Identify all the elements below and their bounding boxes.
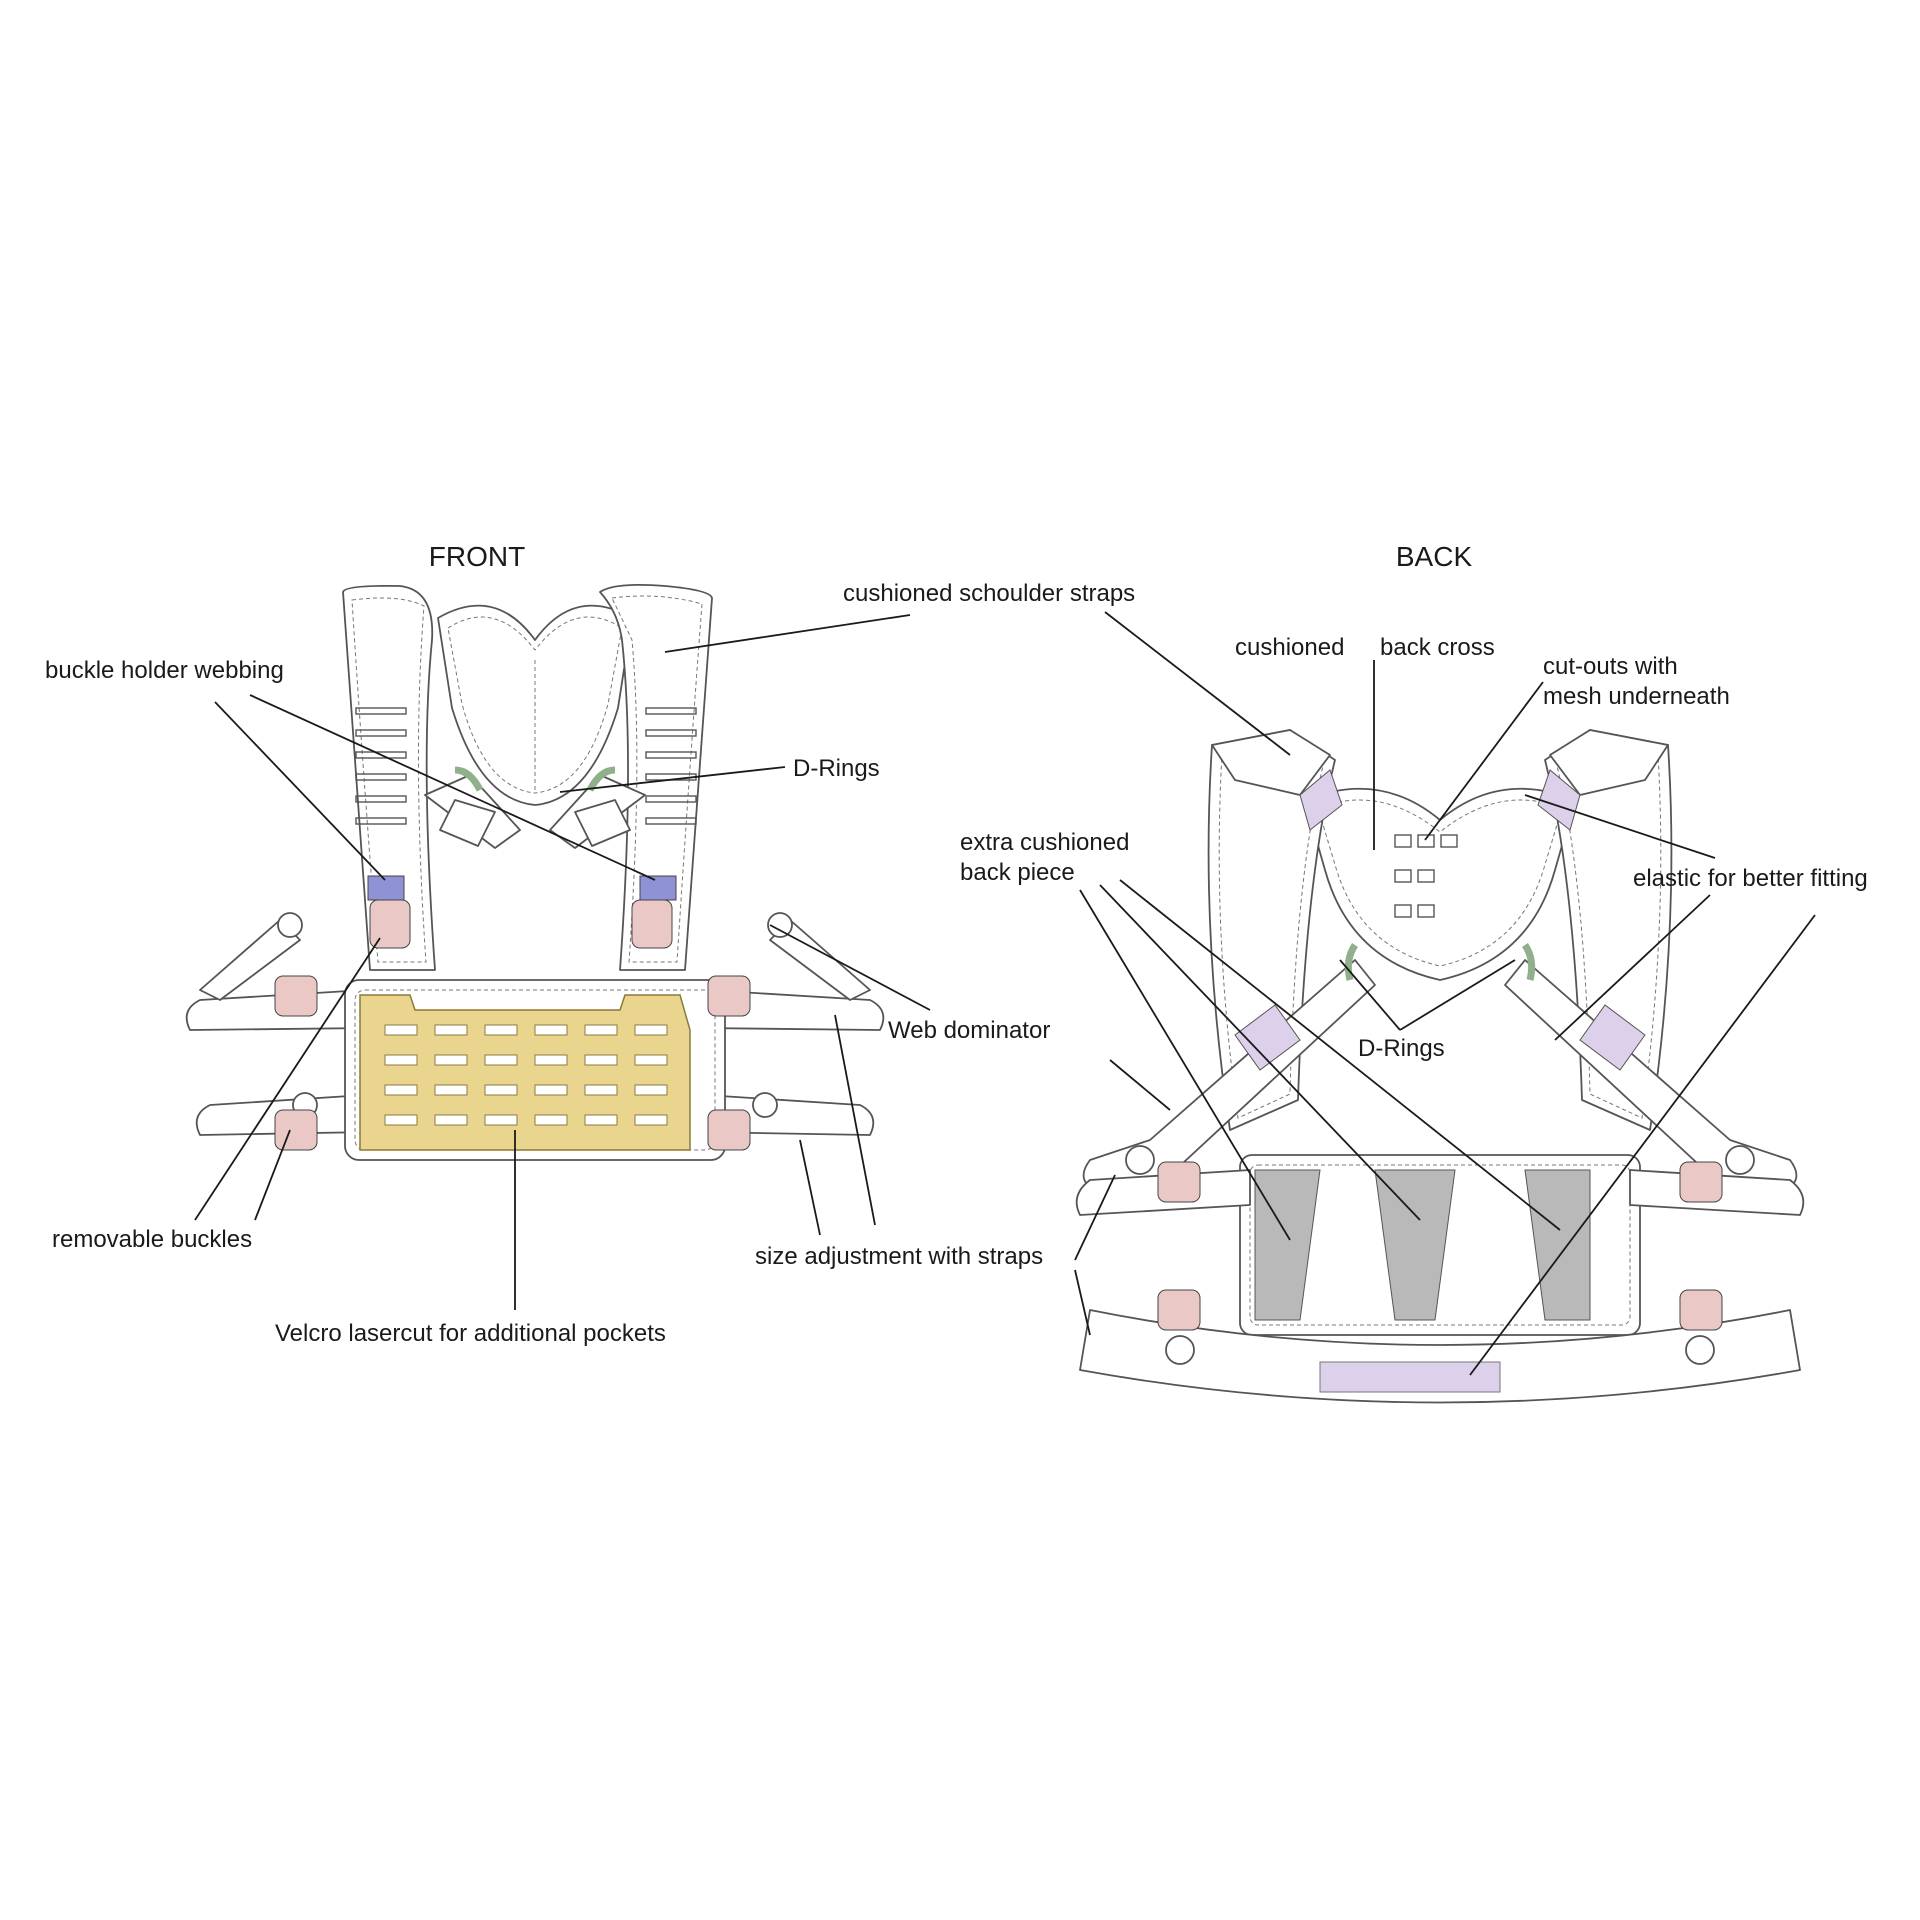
front-left-d-ring (454, 766, 484, 792)
front-title: FRONT (429, 541, 525, 572)
label-removable-buckles: removable buckles (52, 1226, 252, 1253)
back-cross-panel (1304, 787, 1576, 981)
front-right-side-buckle-top (707, 975, 751, 1017)
front-left-web-dominator (277, 912, 303, 938)
back-view (1075, 729, 1805, 1404)
back-right-shoulder-pad (1549, 729, 1669, 796)
back-right-cross-elastic (1579, 1004, 1646, 1071)
front-left-shoulder-strap (342, 584, 436, 971)
label-extra-cushioned-line1: extra cushioned (960, 829, 1129, 856)
label-back-d-rings: D-Rings (1358, 1035, 1445, 1062)
back-mesh-center (1374, 1169, 1456, 1321)
back-right-d-ring (1522, 943, 1536, 981)
back-left-buckle-bottom (1157, 1289, 1201, 1331)
back-title: BACK (1396, 541, 1473, 572)
front-left-upper-buckle (369, 899, 411, 949)
back-mesh-right (1524, 1169, 1591, 1321)
front-right-d-ring (586, 766, 616, 792)
label-web-dominator: Web dominator (888, 1017, 1050, 1044)
label-cushioned: cushioned (1235, 634, 1344, 661)
back-cutouts (1394, 834, 1458, 918)
back-right-shoulder-strap (1544, 729, 1673, 1131)
back-left-shoulder-pad (1211, 729, 1331, 796)
back-leader-lines (1074, 611, 1816, 1376)
label-size-adjustment: size adjustment with straps (755, 1243, 1043, 1270)
back-waist-elastic (1319, 1361, 1501, 1393)
front-left-side-buckle-bottom (274, 1109, 318, 1151)
front-right-shoulder-strap (599, 583, 713, 971)
label-front-d-rings: D-Rings (793, 755, 880, 782)
front-right-web-dominator (767, 912, 793, 938)
front-left-side-buckle-top (274, 975, 318, 1017)
label-buckle-holder-webbing: buckle holder webbing (45, 657, 284, 684)
label-shoulder-straps: cushioned schoulder straps (843, 580, 1135, 607)
front-right-upper-buckle (631, 899, 673, 949)
front-left-buckle-holder (367, 875, 405, 901)
front-view (185, 583, 885, 1161)
front-right-side-buckle-bottom (707, 1109, 751, 1151)
back-left-shoulder-strap (1207, 729, 1336, 1131)
back-left-shoulder-elastic (1299, 769, 1343, 831)
label-extra-cushioned-line2: back piece (960, 859, 1075, 886)
back-right-shoulder-elastic (1537, 769, 1581, 831)
label-cutouts-line1: cut-outs with (1543, 653, 1678, 680)
back-right-buckle-bottom (1679, 1289, 1723, 1331)
back-left-d-ring (1344, 943, 1358, 981)
back-waist-belt (1079, 1309, 1801, 1404)
label-cutouts-line2: mesh underneath (1543, 683, 1730, 710)
back-left-buckle-top (1157, 1161, 1201, 1203)
front-right-buckle-holder (639, 875, 677, 901)
label-velcro-lasercut: Velcro lasercut for additional pockets (275, 1320, 666, 1347)
velcro-lasercut-panel (359, 994, 691, 1151)
label-back-cross: back cross (1380, 634, 1495, 661)
front-leader-lines (194, 614, 931, 1310)
label-elastic: elastic for better fitting (1633, 865, 1868, 892)
back-right-buckle-top (1679, 1161, 1723, 1203)
back-left-cross-elastic (1234, 1004, 1301, 1071)
